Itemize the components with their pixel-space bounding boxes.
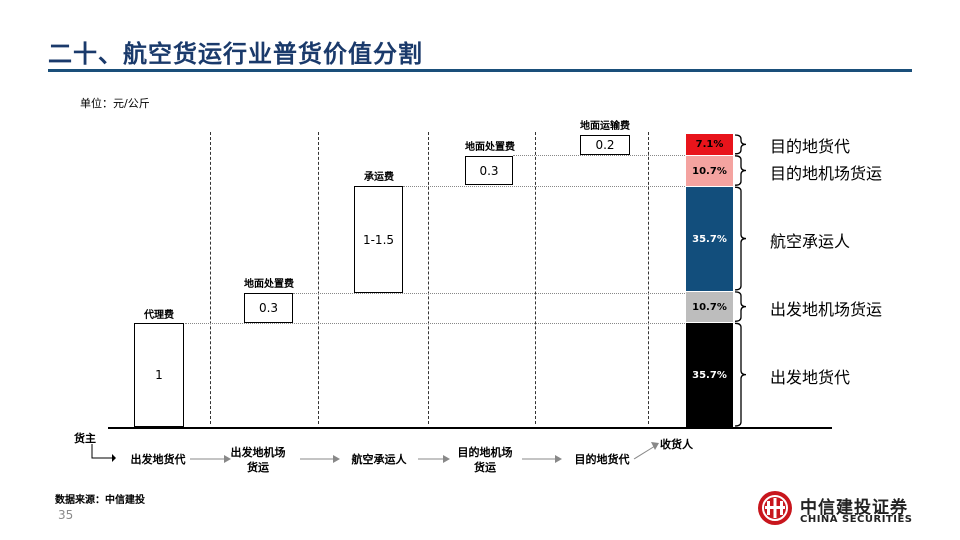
cost-box-dest-transport: 0.2	[580, 135, 630, 155]
cost-label-dest-transport: 地面运输费	[580, 121, 630, 132]
cumulative-guide-line	[513, 155, 685, 156]
shipper-connector-arrow	[91, 444, 116, 462]
logo-text-en: CHINA SECURITIES	[800, 514, 913, 525]
share-segment-dest_agent: 7.1%	[686, 134, 733, 155]
cost-value-dest-handling: 0.3	[479, 163, 499, 178]
column-divider	[210, 132, 211, 424]
cumulative-guide-line	[185, 323, 685, 324]
brace-group	[734, 134, 747, 427]
column-divider	[318, 132, 319, 424]
participant-label-dest_agent: 目的地货代	[770, 137, 851, 157]
cost-box-carrier: 1-1.5	[354, 186, 403, 293]
china-securities-logo-icon	[758, 491, 792, 525]
column-divider	[535, 132, 536, 424]
brace-dest_agent	[734, 134, 747, 155]
share-label-origin_airport: 10.7%	[692, 301, 727, 313]
cost-value-origin-handling: 0.3	[258, 301, 279, 315]
cost-box-dest-handling: 0.3	[465, 156, 513, 185]
cost-value-carrier: 1-1.5	[362, 232, 395, 247]
chain-arrow-icon	[522, 455, 562, 463]
participant-label-origin_agent: 出发地货代	[770, 367, 851, 387]
chain-step-carrier: 航空承运人	[351, 453, 407, 466]
chain-step-origin-agent: 出发地货代	[130, 453, 186, 466]
brace-origin_airport	[734, 291, 747, 322]
baseline	[108, 427, 832, 429]
column-divider	[428, 132, 429, 424]
cumulative-guide-line	[403, 186, 685, 187]
share-label-carrier: 35.7%	[692, 233, 727, 245]
cost-label-origin-handling: 地面处置费	[244, 279, 294, 290]
cost-label-agency-fee: 代理费	[144, 310, 174, 321]
chain-end-consignee: 收货人	[660, 438, 693, 451]
data-source: 数据来源：中信建投	[55, 495, 145, 506]
participant-label-carrier: 航空承运人	[770, 231, 851, 251]
share-label-origin_agent: 35.7%	[692, 369, 727, 381]
participant-label-dest_airport: 目的地机场货运	[770, 163, 883, 183]
share-label-dest_agent: 7.1%	[695, 138, 724, 150]
unit-note: 单位：元/公斤	[80, 97, 150, 110]
logo-text-cn: 中信建投证券	[800, 498, 908, 518]
chain-step-dest-airport: 目的地机场 货运	[457, 446, 513, 474]
share-label-dest_airport: 10.7%	[692, 165, 727, 177]
share-segment-origin_agent: 35.7%	[686, 322, 733, 427]
page-number: 35	[58, 508, 74, 522]
cost-box-agency-fee: 1	[134, 323, 184, 427]
cost-label-dest-handling: 地面处置费	[465, 142, 515, 153]
title-divider	[48, 69, 912, 72]
brace-dest_airport	[734, 155, 747, 186]
column-divider	[648, 132, 649, 424]
brace-origin_agent	[734, 322, 747, 427]
cost-value-agency-fee: 1	[155, 368, 163, 382]
share-segment-origin_airport: 10.7%	[686, 290, 733, 323]
cumulative-guide-line	[293, 293, 685, 294]
chain-step-origin-airport: 出发地机场 货运	[230, 446, 286, 474]
chain-step-dest-agent: 目的地货代	[574, 453, 630, 466]
cost-box-origin-handling: 0.3	[244, 293, 293, 323]
share-segment-carrier: 35.7%	[686, 186, 733, 291]
chain-start-shipper: 货主	[74, 432, 96, 445]
page-title: 二十、航空货运行业普货价值分割	[48, 40, 423, 68]
share-segment-dest_airport: 10.7%	[686, 154, 733, 187]
cost-value-dest-transport: 0.2	[595, 138, 615, 152]
brace-carrier	[734, 186, 747, 291]
participant-label-origin_airport: 出发地机场货运	[770, 299, 883, 319]
cost-label-carrier: 承运费	[364, 172, 394, 183]
